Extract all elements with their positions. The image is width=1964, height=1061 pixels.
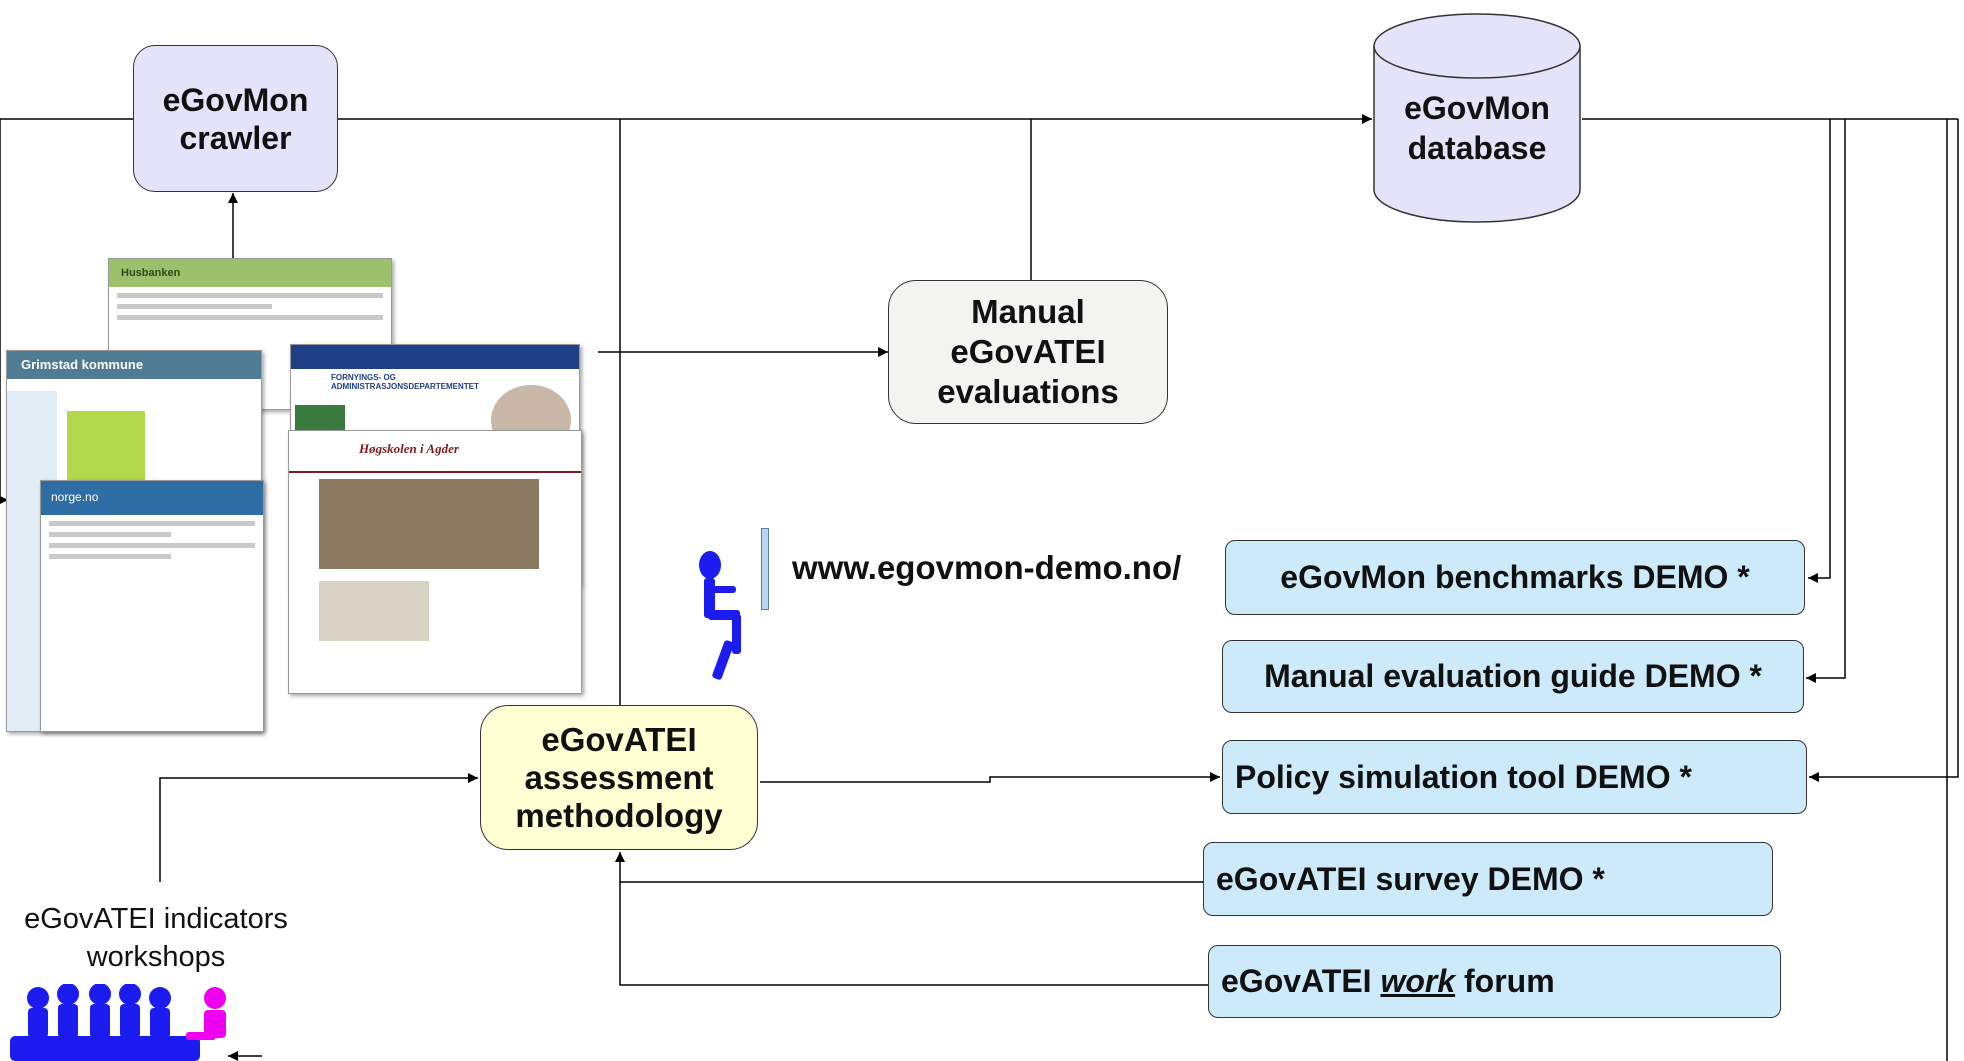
user-sitting-icon xyxy=(699,551,741,680)
policy-simulation-demo-label: Policy simulation tool DEMO * xyxy=(1235,758,1692,795)
benchmarks-demo-label: eGovMon benchmarks DEMO * xyxy=(1280,559,1750,595)
screenshot-hogskolen-title: Høgskolen i Agder xyxy=(359,441,459,456)
manual-evaluations-node: Manual eGovATEI evaluations xyxy=(888,280,1168,424)
database-cylinder xyxy=(1373,13,1581,223)
work-forum-emphasis: work xyxy=(1380,963,1456,999)
methodology-node: eGovATEI assessment methodology xyxy=(480,705,758,850)
url-bar xyxy=(761,528,769,610)
crawler-label: eGovMon crawler xyxy=(162,81,309,156)
survey-demo-label: eGovATEI survey DEMO * xyxy=(1216,860,1605,897)
line-methodology-to-policy xyxy=(760,772,1220,783)
workshops-caption: eGovATEI indicators workshops xyxy=(24,903,288,973)
screenshot-fad-title: FORNYINGS- OG ADMINISTRASJONSDEPARTEMENT… xyxy=(331,373,479,391)
line-db-to-policy xyxy=(1809,119,1959,782)
demo-url[interactable]: www.egovmon-demo.no/ xyxy=(792,549,1182,586)
line-forum-to-methodology xyxy=(619,882,1208,986)
work-forum-prefix: eGovATEI xyxy=(1221,963,1381,999)
line-survey-to-methodology xyxy=(615,852,1203,883)
screenshot-norge-title: norge.no xyxy=(51,490,99,504)
screenshot-grimstad-title: Grimstad kommune xyxy=(21,357,144,372)
evaluation-guide-demo-label: Manual evaluation guide DEMO * xyxy=(1264,658,1762,694)
line-db-to-guide xyxy=(1806,119,1846,683)
methodology-label: eGovATEI assessment methodology xyxy=(515,720,723,834)
crawler-node: eGovMon crawler xyxy=(133,45,338,192)
line-workshops-to-methodology xyxy=(159,773,478,882)
line-db-to-benchmarks xyxy=(1808,119,1831,583)
screenshot-norge: norge.no xyxy=(40,480,264,732)
work-forum-button[interactable]: eGovATEI work forum xyxy=(1208,945,1781,1018)
benchmarks-demo-button[interactable]: eGovMon benchmarks DEMO * xyxy=(1225,540,1805,615)
work-forum-suffix: forum xyxy=(1455,963,1555,999)
line-left-drop xyxy=(0,119,8,505)
evaluation-guide-demo-button[interactable]: Manual evaluation guide DEMO * xyxy=(1222,640,1804,713)
survey-demo-button[interactable]: eGovATEI survey DEMO * xyxy=(1203,842,1773,916)
screenshot-husbanken-title: Husbanken xyxy=(121,267,181,279)
policy-simulation-demo-button[interactable]: Policy simulation tool DEMO * xyxy=(1222,740,1807,814)
work-forum-label: eGovATEI work forum xyxy=(1221,963,1555,1000)
manual-evaluations-label: Manual eGovATEI evaluations xyxy=(937,293,1119,410)
database-node: eGovMon database xyxy=(1372,10,1582,225)
screenshot-hogskolen: Høgskolen i Agder xyxy=(288,430,582,694)
workshop-group-icon xyxy=(10,984,226,1061)
database-label: eGovMon database xyxy=(1404,90,1550,166)
